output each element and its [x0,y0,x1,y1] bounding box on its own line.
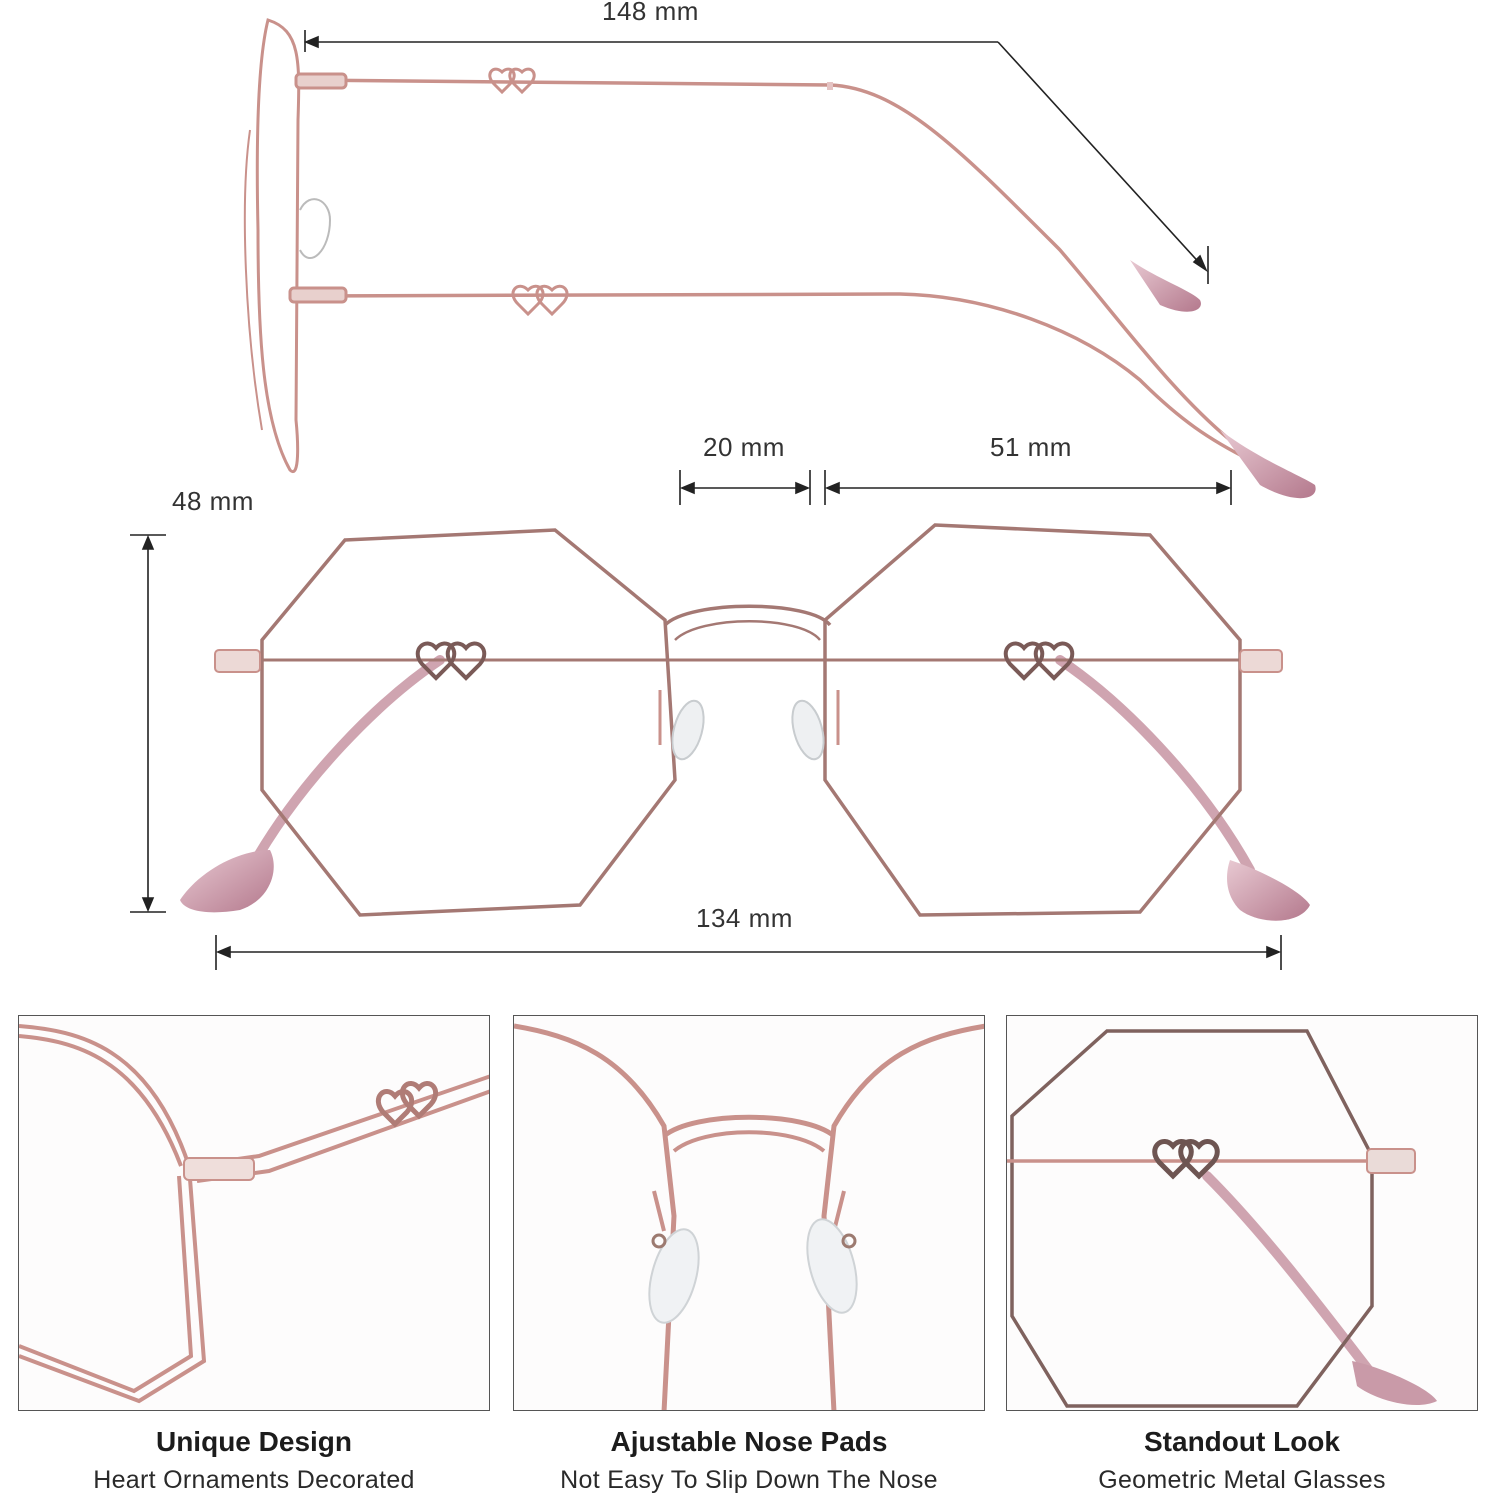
heart-ornament-closeup [19,1024,489,1404]
front-view-glasses [180,523,1310,921]
temple-length-label: 148 mm [602,0,699,26]
feature-subtitle-1: Heart Ornaments Decorated [93,1466,415,1494]
bridge-width-label: 20 mm [703,432,785,462]
nose-pad-closeup [514,1023,984,1410]
temple-tip-lower [1220,430,1316,499]
lens-height-dimension [130,534,166,913]
front-temple-tip-right [1227,860,1310,921]
glasses-illustration [130,18,1316,970]
frame-width-label: 134 mm [696,903,793,933]
feature-panel-nose-pads [513,1015,985,1411]
bridge-lens-dimension [679,470,1232,505]
lens-width-label: 51 mm [990,432,1072,462]
feature-panel-standout-look [1006,1015,1478,1411]
feature-title-3: Standout Look [1144,1426,1340,1457]
frame-width-dimension [215,935,1282,970]
feature-subtitle-2: Not Easy To Slip Down The Nose [560,1466,938,1494]
feature-subtitle-3: Geometric Metal Glasses [1098,1466,1386,1494]
side-view-glasses [243,18,1251,474]
temple-length-dimension [303,30,1209,284]
temple-tip-upper [1130,260,1201,312]
feature-panel-unique-design [18,1015,490,1411]
geometric-frame-closeup [1007,1029,1437,1408]
lens-height-label: 48 mm [172,486,254,516]
front-temple-tip-left [180,850,274,913]
feature-title-1: Unique Design [155,1426,352,1457]
feature-title-2: Ajustable Nose Pads [610,1426,888,1457]
